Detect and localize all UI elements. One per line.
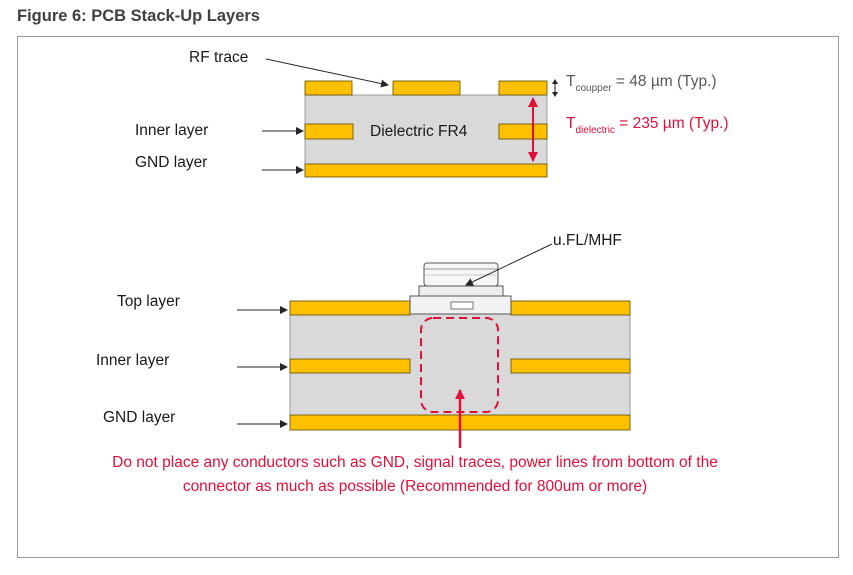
connector-arrow <box>465 243 553 286</box>
gnd-layer-label-top: GND layer <box>135 154 207 171</box>
figure-frame <box>17 36 839 558</box>
rf-trace-label: RF trace <box>189 49 248 66</box>
inner-layer-left-bottom <box>289 358 411 374</box>
top-layer-left <box>289 300 411 316</box>
dielectric-label: Dielectric FR4 <box>370 123 468 140</box>
keepout-note-line1: Do not place any conductors such as GND,… <box>112 454 718 471</box>
inner-layer-right <box>498 123 548 140</box>
connector-label: u.FL/MHF <box>553 232 622 249</box>
bottom-stackup: u.FL/MHF Top layer Inner layer GND layer… <box>96 232 718 495</box>
inner-layer-right-bottom <box>510 358 631 374</box>
top-stackup: Dielectric FR4 RF trace Inner layer GND … <box>135 49 729 178</box>
gnd-layer <box>304 163 548 178</box>
gnd-layer-label-bottom: GND layer <box>103 409 175 426</box>
rf-trace-pad-right <box>498 80 548 96</box>
top-layer-label: Top layer <box>117 293 180 310</box>
figure-title: Figure 6: PCB Stack-Up Layers <box>17 7 260 25</box>
rf-trace-pad-center <box>392 80 461 96</box>
inner-layer-label-top: Inner layer <box>135 122 208 139</box>
keepout-note-line2: connector as much as possible (Recommend… <box>183 478 647 495</box>
rf-trace-arrow <box>265 58 389 88</box>
t-copper-label: Tcoupper = 48 µm (Typ.) <box>566 73 717 94</box>
rf-trace-pad-left <box>304 80 353 96</box>
t-dielectric-label: Tdielectric = 235 µm (Typ.) <box>566 115 729 136</box>
top-layer-right <box>510 300 631 316</box>
copper-thickness-arrow <box>552 79 558 97</box>
inner-layer-left <box>304 123 354 140</box>
inner-layer-label-bottom: Inner layer <box>96 352 169 369</box>
ufl-connector <box>409 262 512 315</box>
